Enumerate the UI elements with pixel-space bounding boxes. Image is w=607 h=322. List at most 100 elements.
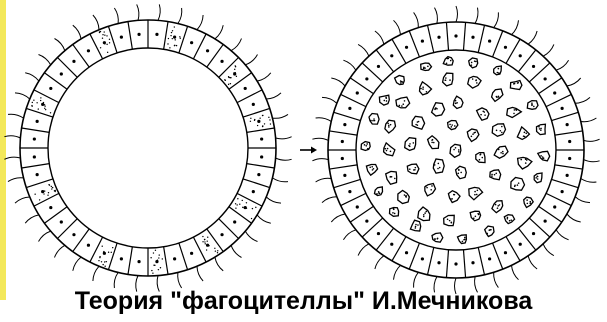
migrated-cell-granule <box>533 106 535 108</box>
migrated-cell-granule <box>451 124 453 126</box>
cilium <box>73 25 81 39</box>
cell-nucleus <box>504 251 507 254</box>
cell-granule <box>242 200 243 201</box>
cell-nucleus <box>260 137 263 140</box>
migrated-cell-granule <box>472 78 474 80</box>
cell-nucleus <box>41 103 44 106</box>
cell-granule <box>104 34 105 35</box>
cilium <box>584 139 600 141</box>
cell-granule <box>175 39 176 40</box>
migrated-cell-granule <box>449 79 451 81</box>
migrated-cell-granule <box>497 205 499 207</box>
cell-granule <box>101 261 102 262</box>
cell-granule <box>270 123 271 124</box>
migrated-cell-granule <box>529 202 531 204</box>
cell-granule <box>151 270 152 271</box>
cell-granule <box>179 36 180 37</box>
cell-nucleus <box>471 261 474 264</box>
cell-nucleus <box>137 260 140 263</box>
cell-nucleus <box>454 34 457 37</box>
migrated-cell-granule <box>431 142 433 144</box>
migrated-cell-granule <box>497 207 499 209</box>
cilium <box>543 244 554 256</box>
cell-granule <box>202 241 203 242</box>
cilium <box>575 197 590 203</box>
migrated-cell-granule <box>423 214 425 216</box>
cell-granule <box>153 265 154 266</box>
migrated-cell-granule <box>386 150 388 152</box>
diagram-caption: Теория "фагоцителлы" И.Мечникова <box>0 286 607 316</box>
cell-granule <box>104 43 105 44</box>
cell-granule <box>109 39 110 40</box>
migrated-cell-granule <box>390 124 392 126</box>
cell-granule <box>43 193 44 194</box>
cilium <box>257 73 271 81</box>
migrated-cell-granule <box>481 157 483 159</box>
cell-granule <box>150 257 151 258</box>
migrated-cell <box>421 63 432 71</box>
cell-granule <box>214 248 215 249</box>
cilium <box>312 159 328 161</box>
cell-granule <box>239 204 240 205</box>
migrated-cell-granule <box>388 125 390 127</box>
cell-nucleus <box>244 87 247 90</box>
migrated-cell-granule <box>491 175 493 177</box>
migrated-cell-granule <box>392 212 394 214</box>
migrated-cell-granule <box>404 100 406 102</box>
migrated-cell-granule <box>477 190 479 192</box>
cell-granule <box>207 237 208 238</box>
migrated-cell-granule <box>524 132 526 134</box>
migrated-cell-granule <box>526 199 528 201</box>
migrated-cell-granule <box>414 169 416 171</box>
migrated-cell-granule <box>536 176 538 178</box>
migrated-cell-granule <box>495 204 497 206</box>
cell-granule <box>43 102 44 103</box>
cell-nucleus <box>155 33 158 36</box>
migrated-cell-granule <box>437 168 439 170</box>
migrated-cell-granule <box>509 220 511 222</box>
cell-granule <box>104 266 105 267</box>
migrated-cell-granule <box>484 114 486 116</box>
migrated-cell-granule <box>391 176 393 178</box>
migrated-cell-granule <box>475 215 477 217</box>
migrated-cell-granule <box>371 166 373 168</box>
cilium <box>93 15 99 30</box>
migrated-cell-granule <box>543 157 545 159</box>
cilium <box>55 245 65 257</box>
cell-nucleus <box>257 120 260 123</box>
migrated-cell-granule <box>455 103 457 105</box>
cilium <box>584 160 600 162</box>
cell-granule <box>112 247 113 248</box>
cell-granule <box>48 192 49 193</box>
cell-nucleus <box>454 262 457 265</box>
cell-granule <box>159 254 160 255</box>
cell-granule <box>233 72 234 73</box>
cell-granule <box>235 207 236 208</box>
cell-nucleus <box>343 174 346 177</box>
cell-nucleus <box>72 233 75 236</box>
migrated-cell-granule <box>458 169 460 171</box>
cell-granule <box>217 250 218 251</box>
cilium <box>358 244 369 256</box>
migrated-cell-granule <box>537 178 539 180</box>
migrated-cell-granule <box>409 143 411 145</box>
cilium <box>581 118 597 122</box>
cilium <box>581 179 597 183</box>
cell-granule <box>262 115 263 116</box>
cell-granule <box>168 38 169 39</box>
migrated-cell-granule <box>477 213 479 215</box>
migrated-cell-granule <box>458 149 460 151</box>
cell-granule <box>106 44 107 45</box>
cell-nucleus <box>532 65 535 68</box>
migrated-cell-granule <box>473 132 475 134</box>
cilium <box>231 39 241 51</box>
cell-nucleus <box>257 173 260 176</box>
cell-granule <box>225 80 226 81</box>
migrated-cell-granule <box>415 224 417 226</box>
migrated-cell-granule <box>402 103 404 105</box>
migrated-cell-granule <box>388 126 390 128</box>
cell-granule <box>52 187 53 188</box>
migrated-cell-granule <box>502 151 504 153</box>
cell-nucleus <box>561 107 564 110</box>
migrated-cell-granule <box>370 120 372 122</box>
